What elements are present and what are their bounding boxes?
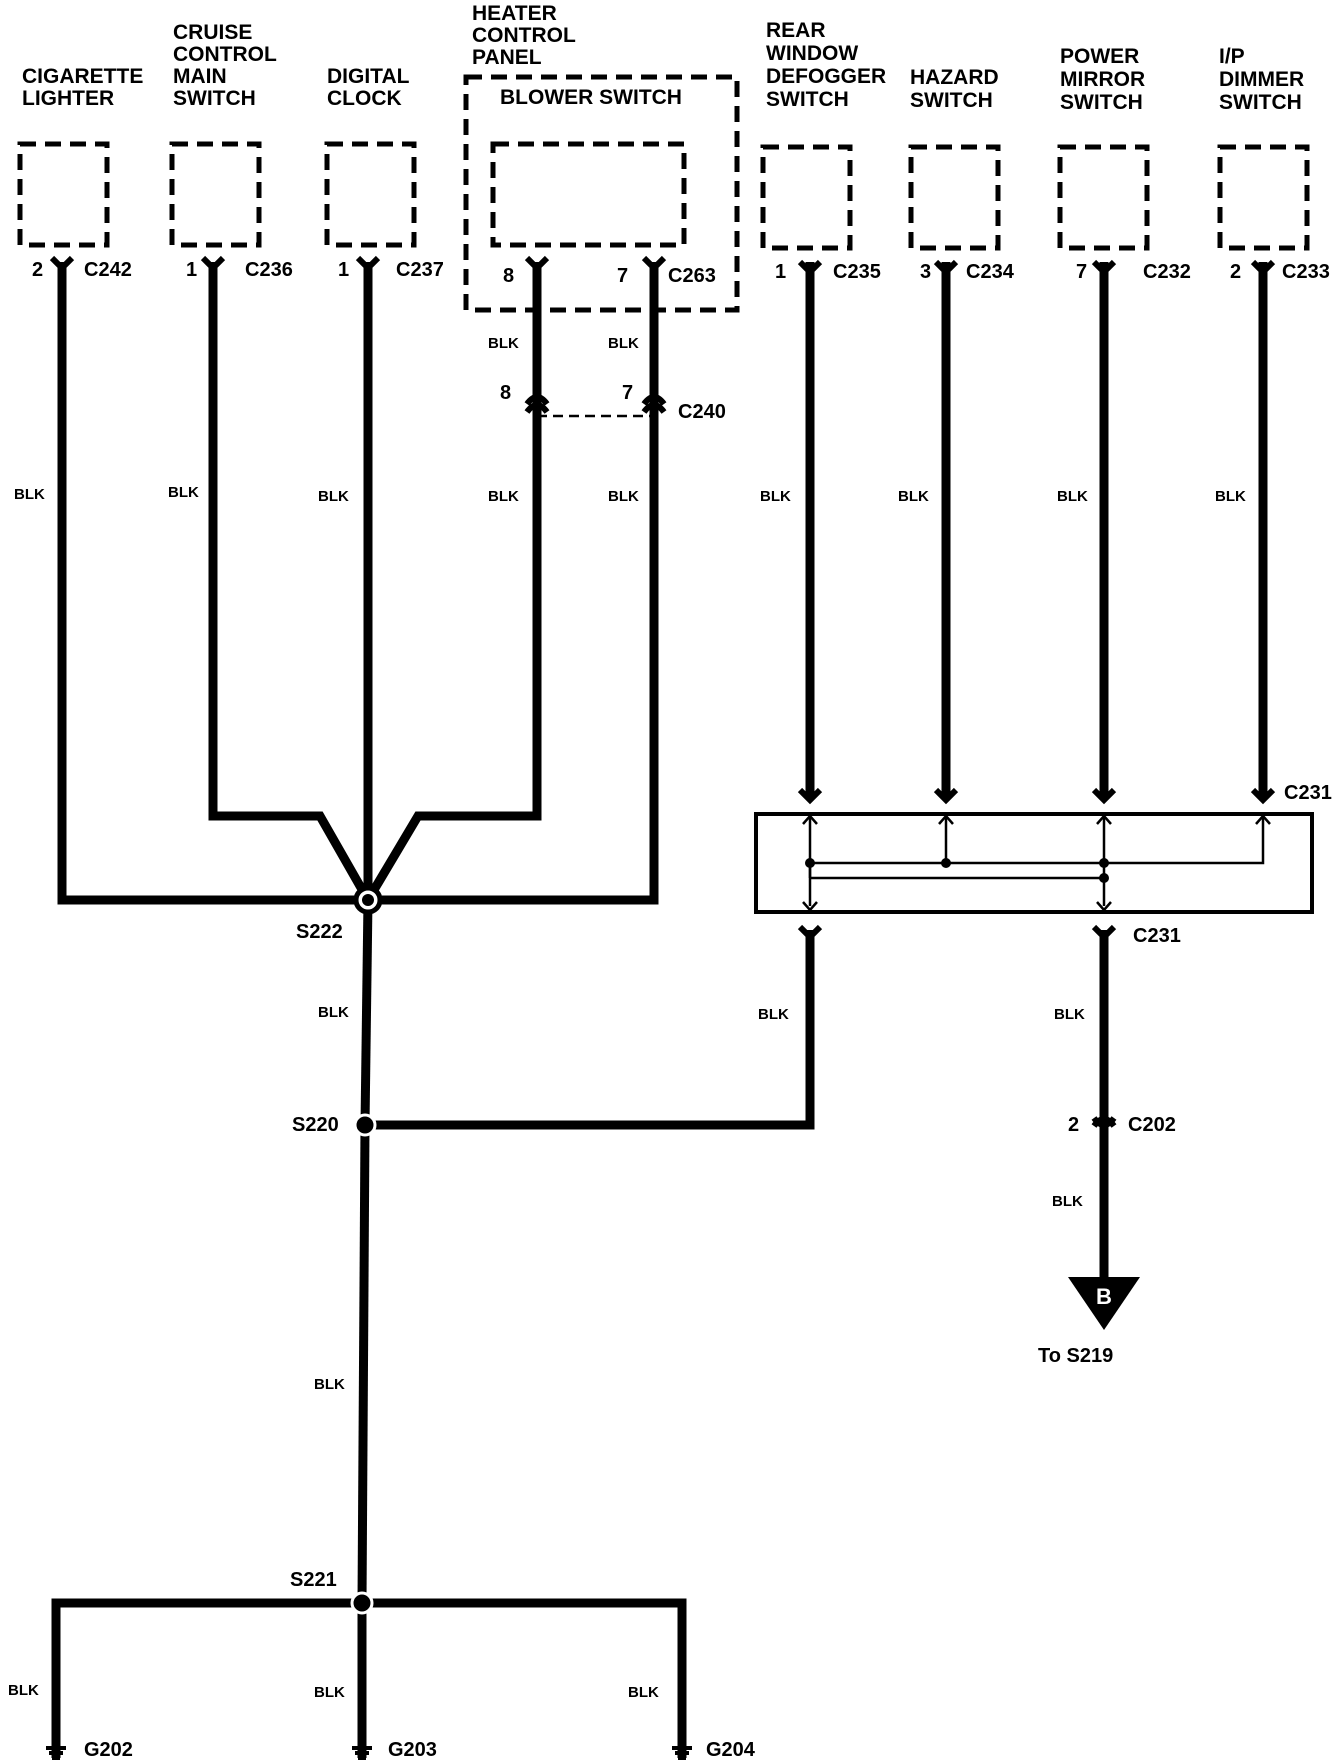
ip-dimmer-box <box>1217 144 1310 251</box>
pin-c242: 2 <box>32 259 43 281</box>
rear-window-defogger-label: REAR WINDOW DEFOGGER SWITCH <box>766 19 892 111</box>
cigarette-lighter-box <box>17 141 110 248</box>
pin-c233: 2 <box>1230 261 1241 283</box>
connector-c242: C242 <box>84 259 132 281</box>
ground-g204-label: G204 <box>706 1739 756 1761</box>
c231-internal-bus-upper <box>810 818 1265 865</box>
connector-c233: C233 <box>1282 261 1330 283</box>
wire-color-label: BLK <box>488 488 519 505</box>
heater-control-panel-box <box>463 74 740 313</box>
wire-color-label: BLK <box>758 1006 789 1023</box>
connector-c236: C236 <box>245 259 293 281</box>
pin-c236: 1 <box>186 259 197 281</box>
wire-c231-s220 <box>365 930 815 1130</box>
cruise-control-box <box>169 141 262 248</box>
splice-s221-label: S221 <box>290 1569 337 1591</box>
wire-color-label: BLK <box>8 1682 39 1699</box>
c231-junction <box>941 858 951 868</box>
pin-c232: 7 <box>1076 261 1087 283</box>
c231-junction <box>1099 858 1109 868</box>
wire-color-label: BLK <box>628 1684 659 1701</box>
digital-clock-box <box>324 141 417 248</box>
connector-c232: C232 <box>1143 261 1191 283</box>
splice-s222-label: S222 <box>296 921 343 943</box>
ground-g203-label: G203 <box>388 1739 437 1761</box>
connector-c237: C237 <box>396 259 444 281</box>
wire-color-label: BLK <box>760 488 791 505</box>
wire-ground-g204 <box>362 1598 687 1758</box>
offpage-letter: B <box>1096 1284 1112 1309</box>
splice-s221 <box>350 1591 374 1615</box>
cruise-control-label: CRUISE CONTROL MAIN SWITCH <box>173 21 282 110</box>
offpage-triangle <box>1068 1277 1140 1330</box>
rear-window-defogger-box <box>760 144 853 251</box>
c231-junction <box>805 858 815 868</box>
offpage-label: To S219 <box>1038 1345 1113 1367</box>
wire-cigarette-lighter <box>57 262 368 905</box>
power-mirror-label: POWER MIRROR SWITCH <box>1060 45 1151 114</box>
ip-dimmer-label: I/P DIMMER SWITCH <box>1219 45 1310 114</box>
wire-color-label: BLK <box>898 488 929 505</box>
ground-symbol-g204 <box>672 1746 692 1760</box>
wire-color-label: BLK <box>314 1684 345 1701</box>
wire-color-label: BLK <box>168 484 199 501</box>
digital-clock-label: DIGITAL CLOCK <box>327 65 415 110</box>
wire-color-label: BLK <box>1054 1006 1085 1023</box>
wire-color-label: BLK <box>14 486 45 503</box>
connector-c231-top: C231 <box>1284 782 1332 804</box>
connector-symbols <box>49 255 1276 1128</box>
hazard-switch-box <box>908 144 1001 251</box>
pin-c240-b: 7 <box>622 382 633 404</box>
wire-blower-pin8 <box>364 262 542 903</box>
wire-color-label: BLK <box>1057 488 1088 505</box>
pin-c202: 2 <box>1068 1114 1079 1136</box>
splice-s220-label: S220 <box>292 1114 339 1136</box>
connector-c235: C235 <box>833 261 881 283</box>
pin-c237: 1 <box>338 259 349 281</box>
connector-c263: C263 <box>668 265 716 287</box>
wire-s222-s220 <box>360 899 373 1126</box>
wire-color-label: BLK <box>608 335 639 352</box>
wire-cruise-control <box>208 262 372 903</box>
pin-c263-b: 7 <box>617 265 628 287</box>
connector-c234: C234 <box>966 261 1015 283</box>
pin-c234: 3 <box>920 261 931 283</box>
wire-color-label: BLK <box>314 1376 345 1393</box>
wire-color-label: BLK <box>1215 488 1246 505</box>
ground-symbol-g202 <box>46 1746 66 1760</box>
c231-junction <box>1099 873 1109 883</box>
wire-color-label: BLK <box>1052 1193 1083 1210</box>
wire-color-label: BLK <box>318 488 349 505</box>
pin-c240-a: 8 <box>500 382 511 404</box>
c231-pin-arrows <box>802 814 1271 912</box>
blower-switch-box <box>490 141 687 248</box>
wire-color-label: BLK <box>608 488 639 505</box>
c231-block <box>754 812 1314 914</box>
wire-ground-g202 <box>51 1598 362 1758</box>
wire-s220-s221 <box>357 1124 370 1604</box>
cigarette-lighter-label: CIGARETTE LIGHTER <box>22 65 149 110</box>
pin-c235: 1 <box>775 261 786 283</box>
wire-color-label: BLK <box>318 1004 349 1021</box>
heater-control-panel-label: HEATER CONTROL PANEL <box>472 2 581 69</box>
ground-g202-label: G202 <box>84 1739 133 1761</box>
splice-s220 <box>353 1113 377 1137</box>
connector-c202: C202 <box>1128 1114 1176 1136</box>
connector-c240: C240 <box>678 401 726 423</box>
blower-switch-label: BLOWER SWITCH <box>500 86 682 109</box>
wire-blower-pin7 <box>368 262 659 905</box>
hazard-switch-label: HAZARD SWITCH <box>910 66 1005 112</box>
splice-s222-dot <box>362 894 374 906</box>
pin-c263-a: 8 <box>503 265 514 287</box>
power-mirror-box <box>1057 144 1150 251</box>
wire-color-label: BLK <box>488 335 519 352</box>
ground-symbol-g203 <box>352 1746 372 1760</box>
connector-c231-bottom: C231 <box>1133 925 1181 947</box>
